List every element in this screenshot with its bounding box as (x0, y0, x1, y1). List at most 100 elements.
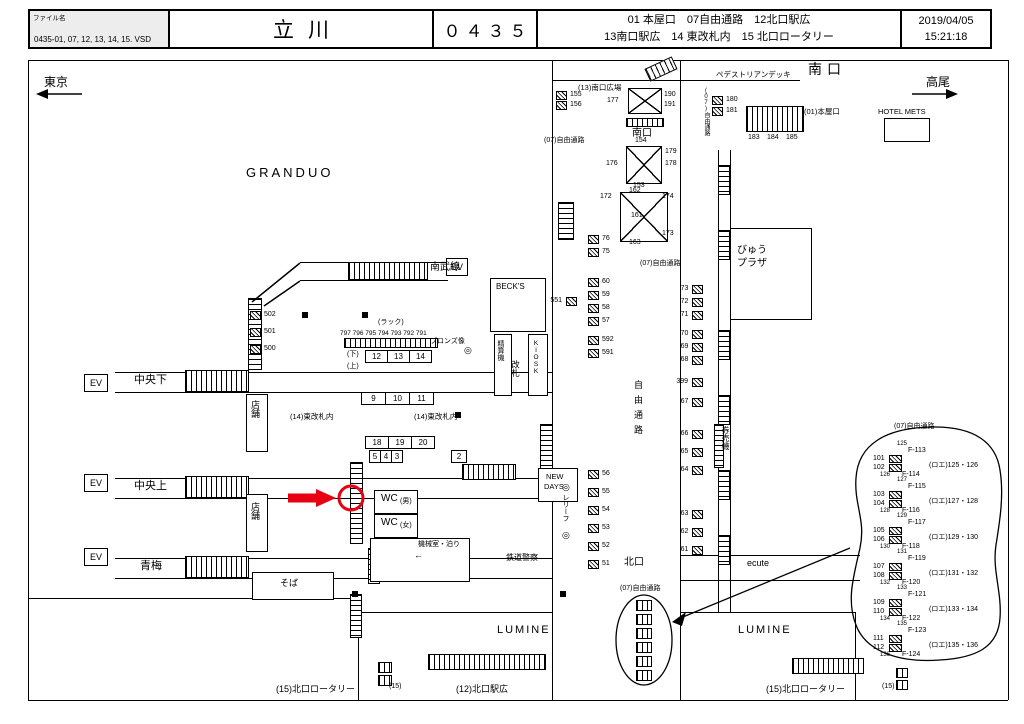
wall (855, 612, 857, 700)
position-number: 57 (602, 317, 610, 324)
machine-room-label: 機械室・泊り (418, 541, 460, 548)
flag-number: F-113 (908, 447, 926, 454)
nambu-wall-diagonal (263, 280, 301, 307)
flag-number: F-121 (908, 591, 927, 598)
south-exit-title: 南口 (808, 61, 846, 77)
map-label: 153 (633, 182, 645, 189)
takao-direction-arrow (912, 89, 958, 99)
platform-hatch (792, 658, 864, 674)
map-label: 161 (631, 212, 643, 219)
position-box (588, 349, 599, 358)
position-box (692, 510, 703, 519)
elevator: EV (84, 374, 108, 392)
map-label: WC (381, 517, 398, 528)
position-number: 127 (897, 477, 908, 483)
view-plaza-label: びゅう (737, 245, 767, 256)
position-box (566, 297, 577, 306)
position-number: 72 (680, 298, 689, 305)
map-label: 174 (662, 193, 674, 200)
view-plaza-label: プラザ (737, 258, 767, 269)
map-label: (15)北口ロータリー (276, 684, 356, 694)
kiosk-room (528, 334, 548, 396)
position-box (692, 330, 703, 339)
map-label: 173 (662, 230, 674, 237)
position-number: 591 (602, 349, 614, 356)
file-info-box: ファイル名 0435-01, 07, 12, 13, 14, 15. VSD (28, 9, 170, 49)
position-number: 129 (897, 513, 908, 519)
map-label: (女) (400, 522, 412, 529)
position-box (692, 343, 703, 352)
position-range-label: (ロエ)125・126 (929, 462, 979, 469)
elevator: EV (84, 548, 108, 566)
position-box (588, 248, 599, 257)
platform-hatch (462, 464, 516, 480)
position-range-label: (ロエ)133・134 (929, 606, 979, 613)
position-number: 134 (880, 616, 891, 622)
flag-number: 111 (873, 635, 884, 642)
ecute-label: ecute (747, 558, 770, 568)
pillar (362, 312, 368, 318)
position-box (889, 608, 902, 616)
position-number: 76 (602, 235, 610, 242)
position-box (588, 317, 599, 326)
map-label: (13)南口広場 (578, 83, 622, 92)
lumine-label: LUMINE (738, 624, 792, 636)
map-label: 154 (635, 137, 647, 144)
platform-hatch (185, 370, 249, 392)
wall (28, 60, 30, 700)
position-number: 181 (726, 107, 738, 114)
wall (680, 555, 860, 557)
map-label: (07)自由通路 (640, 260, 681, 267)
wc-women-room (374, 514, 418, 538)
wall (115, 498, 552, 500)
elevator: EV (446, 258, 468, 276)
position-box (588, 470, 599, 479)
position-number: 70 (680, 330, 689, 337)
position-number: 136 (880, 652, 891, 658)
position-box (692, 546, 703, 555)
position-box (588, 542, 599, 551)
position-box (712, 107, 723, 116)
flag-number: 109 (873, 599, 885, 606)
map-label: 179 (665, 148, 677, 155)
flag-number: 106 (873, 536, 885, 543)
time-value: 15:21:18 (924, 31, 968, 43)
position-number: 500 (264, 345, 276, 352)
stair-crossing (626, 146, 662, 184)
datetime-box: 2019/04/05 15:21:18 (900, 9, 992, 49)
flag-number: F-117 (908, 519, 926, 526)
map-label: 797 796 795 794 793 792 791 (340, 330, 427, 337)
map-label: (男) (400, 498, 412, 505)
map-label: (12)北口駅広 (456, 684, 509, 694)
platform-hatch (746, 106, 804, 132)
date-value: 2019/04/05 (918, 14, 974, 27)
platform-hatch (718, 395, 730, 425)
stair-crossing (628, 88, 662, 114)
position-box (889, 491, 902, 499)
position-number: 71 (680, 311, 689, 318)
position-number: 59 (602, 291, 610, 298)
platform-hatch (636, 670, 652, 681)
wall (680, 612, 855, 614)
position-box (556, 101, 567, 110)
position-number: 155 (570, 91, 582, 98)
platform-hatch (348, 262, 428, 280)
flag-number: 105 (873, 527, 885, 534)
becks-label: BECK'S (496, 282, 525, 291)
map-label: 191 (664, 101, 676, 108)
position-box (556, 91, 567, 100)
position-number: 130 (880, 544, 891, 550)
wall (1008, 60, 1010, 700)
position-box: 10 (385, 392, 410, 405)
position-box (692, 298, 703, 307)
position-box (692, 398, 703, 407)
map-label: (15)北口ロータリー (766, 684, 846, 694)
map-label: (01)本屋口 (804, 107, 840, 116)
position-number: 592 (602, 336, 614, 343)
position-range-label: (ロエ)135・136 (929, 642, 979, 649)
platform-hatch (350, 462, 363, 544)
position-box (588, 235, 599, 244)
position-number: 501 (264, 328, 276, 335)
